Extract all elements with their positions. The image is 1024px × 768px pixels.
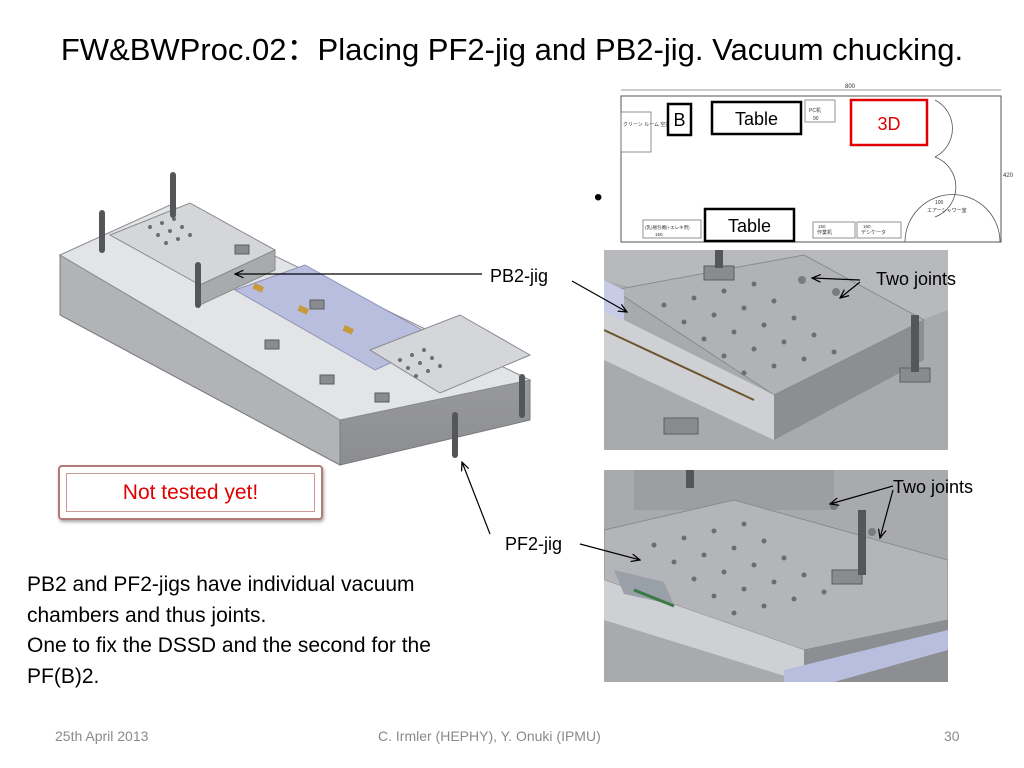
dim-150a: 150 (655, 232, 663, 237)
slide-title: FW&BWProc.02：Placing PF2-jig and PB2-jig… (60, 32, 964, 67)
not-tested-box: Not tested yet! (58, 465, 323, 520)
dim-100: 100 (935, 200, 944, 206)
jig-assembly-render (58, 172, 532, 466)
footer-authors: C. Irmler (HEPHY), Y. Onuki (IPMU) (378, 728, 601, 744)
box-table-top-label: Table (735, 109, 778, 129)
box-table-bottom (703, 207, 796, 243)
arrow-joints-top-2 (840, 281, 861, 298)
desiccator-label: デシケータ (861, 229, 886, 236)
dim-top: 800 (845, 84, 856, 90)
body-line-2: chambers and thus joints. (27, 603, 267, 627)
footer-page-number: 30 (944, 728, 960, 744)
workbench-label: 作業机 (817, 229, 832, 236)
box-3d-label: 3D (877, 114, 900, 134)
arrow-pb2-right (571, 280, 627, 312)
box-3d (849, 98, 929, 147)
body-line-4: PF(B)2. (27, 664, 100, 688)
body-line-3: One to fix the DSSD and the second for t… (27, 634, 431, 657)
pc-dim: 90 (813, 116, 819, 122)
box-table-bottom-label: Table (728, 216, 771, 236)
air-shower-label: エアーシャワー室 (927, 207, 967, 214)
label-two-joints-top: Two joints (876, 269, 957, 289)
box-b-label: B (673, 110, 685, 130)
label-pf2-jig: PF2-jig (505, 534, 563, 554)
box-table-top (710, 100, 803, 136)
dim-150c: 150 (863, 224, 871, 229)
body-text: PB2 and PF2-jigs have individual vacuum … (27, 570, 547, 692)
label-two-joints-bottom: Two joints (893, 477, 974, 497)
dim-150b: 150 (818, 224, 826, 229)
arrow-joints-bottom-2 (880, 489, 894, 538)
pb2-jig-closeup-render (604, 250, 948, 450)
arrow-pf2-left (462, 462, 491, 535)
floor-plan-diagram: 800 420 クリーン ルーム 空調機器 PC机 90 100 エアーシャワー… (595, 82, 1020, 252)
room-left-label: クリーン ルーム 空調機器 (623, 121, 680, 128)
footer-date: 25th April 2013 (55, 728, 149, 744)
pf2-jig-closeup-render (604, 470, 948, 682)
label-pb2-jig: PB2-jig (490, 266, 549, 286)
pc-label: PC机 (809, 107, 821, 114)
arrow-pf2-right (579, 543, 640, 560)
not-tested-text: Not tested yet! (66, 473, 315, 512)
dim-right: 420 (1003, 173, 1014, 179)
arrow-joints-bottom-1 (830, 485, 894, 504)
bottom-item-label: (乳)梱包機(+エレキ用) (645, 224, 690, 231)
box-b (666, 102, 693, 137)
body-line-1: PB2 and PF2-jigs have individual vacuum (27, 573, 415, 596)
arrow-joints-top-1 (812, 278, 861, 280)
floorplan-bullet: • (594, 184, 603, 211)
